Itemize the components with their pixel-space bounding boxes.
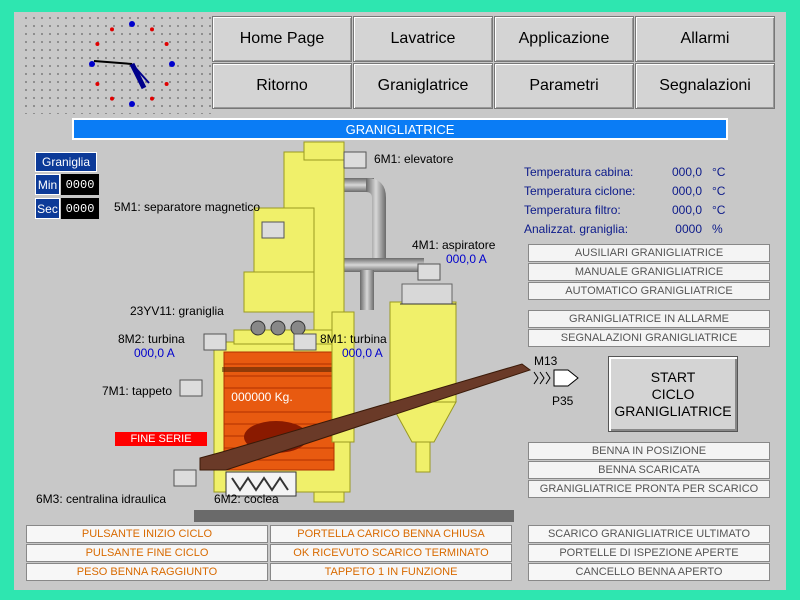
timer-sec-label: Sec xyxy=(35,198,60,219)
clock-tick xyxy=(95,42,100,46)
conveyor-belt xyxy=(199,363,532,471)
page-title: GRANIGLIATRICE xyxy=(72,118,728,140)
timer-box: Graniglia Min 0000 Sec 0000 xyxy=(35,152,100,220)
timer-title: Graniglia xyxy=(35,152,97,172)
measure-label-cabina: Temperatura cabina: xyxy=(524,165,634,179)
pipe-elbow xyxy=(366,178,386,260)
turbina-left-label: 8M2: turbina xyxy=(118,332,185,346)
measure-unit-filtro: °C xyxy=(712,203,726,217)
p35-label: P35 xyxy=(552,394,574,408)
m13-sensor-icon xyxy=(533,369,579,387)
measure-value-filtro: 000,0 xyxy=(671,203,702,217)
valve-mid-icon xyxy=(270,320,286,336)
start-line-3: GRANIGLIATRICE xyxy=(614,402,732,419)
clock-tick xyxy=(95,82,100,86)
status-benna-posizione: BENNA IN POSIZIONE xyxy=(528,442,770,460)
measure-value-cabina: 000,0 xyxy=(671,165,702,179)
clock-tick xyxy=(110,27,114,32)
home-page-button[interactable]: Home Page xyxy=(212,16,352,62)
machine-diagram xyxy=(173,141,579,522)
turbina-left-amp: 000,0 A xyxy=(134,346,175,360)
status-in-allarme[interactable]: GRANIGLIATRICE IN ALLARME xyxy=(528,310,770,328)
aspiratore-label: 4M1: aspiratore xyxy=(412,238,496,252)
bottom-peso-benna: PESO BENNA RAGGIUNTO xyxy=(26,563,268,581)
bottom-scarico-ultimato: SCARICO GRANIGLIATRICE ULTIMATO xyxy=(528,525,770,543)
status-automatico[interactable]: AUTOMATICO GRANIGLIATRICE xyxy=(528,282,770,300)
motor-icon xyxy=(173,151,441,487)
timer-sec-value: 0000 xyxy=(61,198,99,219)
pipe-down xyxy=(360,270,374,310)
bottom-portella-chiusa: PORTELLA CARICO BENNA CHIUSA xyxy=(270,525,512,543)
fine-serie-badge: FINE SERIE xyxy=(115,432,207,446)
clock-tick xyxy=(164,42,169,46)
timer-min-value: 0000 xyxy=(61,174,99,195)
separator-lower xyxy=(243,271,315,313)
clock-tick xyxy=(129,101,135,107)
turbina-right-label: 8M1: turbina xyxy=(320,332,387,346)
status-ausiliari[interactable]: AUSILIARI GRANIGLIATRICE xyxy=(528,244,770,262)
clock-tick xyxy=(150,27,154,32)
coclea-label: 6M2: coclea xyxy=(214,492,279,506)
measure-unit-graniglia: % xyxy=(712,222,723,236)
measure-value-graniglia: 0000 xyxy=(675,222,702,236)
valve-right-icon xyxy=(290,320,306,336)
ritorno-button[interactable]: Ritorno xyxy=(212,63,352,109)
measure-value-ciclone: 000,0 xyxy=(671,184,702,198)
segnalazioni-button[interactable]: Segnalazioni xyxy=(635,63,775,109)
machine-base xyxy=(194,510,514,522)
clock-tick xyxy=(164,82,169,86)
m13-label: M13 xyxy=(534,354,558,368)
turbina-right-amp: 000,0 A xyxy=(342,346,383,360)
graniglatrice-button[interactable]: Graniglatrice xyxy=(353,63,493,109)
tappeto-label: 7M1: tappeto xyxy=(102,384,173,398)
status-segnalazioni[interactable]: SEGNALAZIONI GRANIGLIATRICE xyxy=(528,329,770,347)
elevatore-label: 6M1: elevatore xyxy=(374,152,454,166)
graniglia-valve-label: 23YV11: graniglia xyxy=(130,304,224,318)
aspirator-housing xyxy=(401,283,453,305)
timer-min-label: Min xyxy=(35,174,60,195)
elevator-head xyxy=(303,141,345,161)
applicazione-button[interactable]: Applicazione xyxy=(494,16,634,62)
bottom-tappeto-funzione: TAPPETO 1 IN FUNZIONE xyxy=(270,563,512,581)
clock-tick xyxy=(129,21,135,27)
clock-tick xyxy=(89,61,95,67)
status-pronta-scarico: GRANIGLIATRICE PRONTA PER SCARICO xyxy=(528,480,770,498)
start-line-1: START xyxy=(650,368,696,385)
aspiratore-amp: 000,0 A xyxy=(446,252,487,266)
allarmi-button[interactable]: Allarmi xyxy=(635,16,775,62)
centralina-label: 6M3: centralina idraulica xyxy=(36,492,167,506)
status-benna-scaricata: BENNA SCARICATA xyxy=(528,461,770,479)
bottom-ok-scarico: OK RICEVUTO SCARICO TERMINATO xyxy=(270,544,512,562)
hmi-screen: Home Page Lavatrice Applicazione Allarmi… xyxy=(14,12,786,590)
valve-left-icon xyxy=(250,320,266,336)
separatore-label: 5M1: separatore magnetico xyxy=(114,200,261,214)
measure-label-graniglia: Analizzat. graniglia: xyxy=(524,222,629,236)
clock-area xyxy=(22,14,212,114)
parametri-button[interactable]: Parametri xyxy=(494,63,634,109)
bottom-portelle-aperte: PORTELLE DI ISPEZIONE APERTE xyxy=(528,544,770,562)
clock-tick xyxy=(110,96,114,101)
clock-tick xyxy=(169,61,175,67)
pipe-mid xyxy=(334,258,424,272)
start-ciclo-button[interactable]: START CICLO GRANIGLIATRICE xyxy=(608,356,738,432)
bottom-cancello-aperto: CANCELLO BENNA APERTO xyxy=(528,563,770,581)
measure-unit-cabina: °C xyxy=(712,165,726,179)
start-line-2: CICLO xyxy=(651,385,695,402)
status-manuale[interactable]: MANUALE GRANIGLIATRICE xyxy=(528,263,770,281)
analog-clock-icon xyxy=(89,21,175,107)
measure-label-filtro: Temperatura filtro: xyxy=(524,203,621,217)
bottom-inizio-ciclo: PULSANTE INIZIO CICLO xyxy=(26,525,268,543)
filter-body xyxy=(389,301,457,403)
measure-label-ciclone: Temperatura ciclone: xyxy=(524,184,636,198)
bottom-fine-ciclo: PULSANTE FINE CICLO xyxy=(26,544,268,562)
weight-display: 000000 Kg. xyxy=(231,390,293,404)
clock-tick xyxy=(150,96,154,101)
lavatrice-button[interactable]: Lavatrice xyxy=(353,16,493,62)
measure-unit-ciclone: °C xyxy=(712,184,726,198)
